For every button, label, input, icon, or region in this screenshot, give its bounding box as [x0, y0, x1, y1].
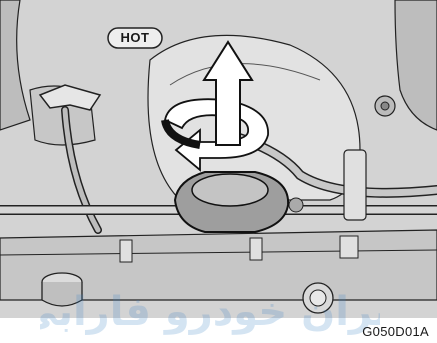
plug-body: [42, 282, 82, 306]
rib-1: [120, 240, 132, 262]
hose-clamp: [344, 150, 366, 220]
bolt-center: [381, 102, 389, 110]
rib-3: [340, 236, 358, 258]
figure-code: G050D01A: [362, 324, 429, 339]
round-cap-inner: [310, 290, 326, 306]
reservoir-cap-top: [192, 174, 268, 206]
rib-2: [250, 238, 262, 260]
nut: [289, 198, 303, 212]
hot-label: HOT: [110, 30, 160, 45]
